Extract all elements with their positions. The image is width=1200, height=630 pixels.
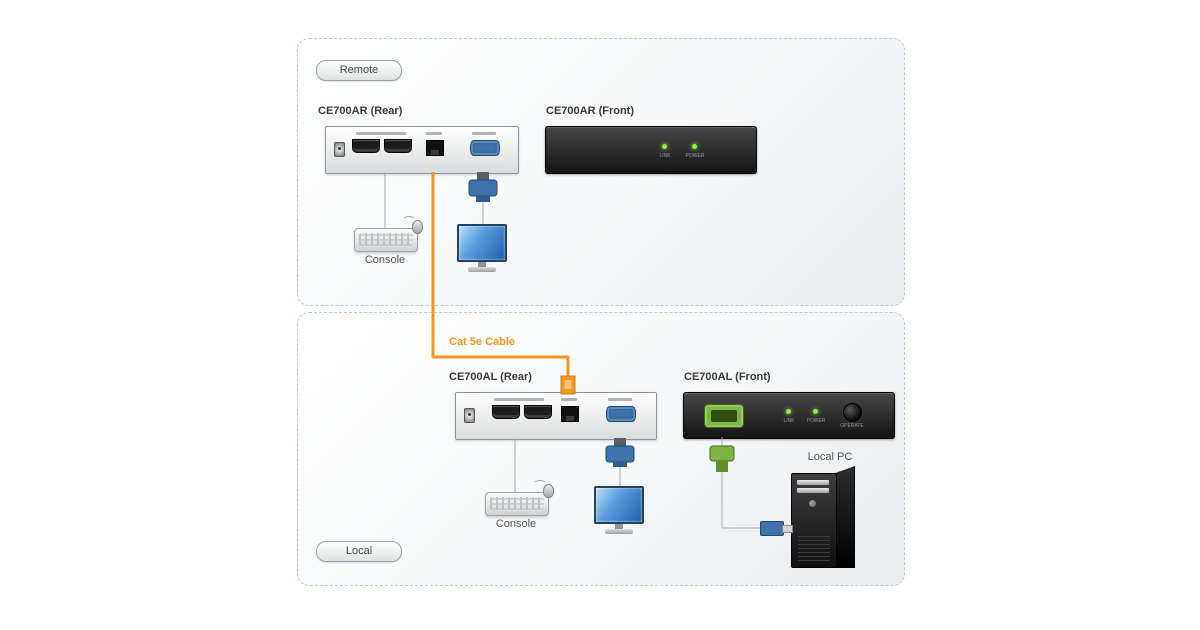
ce700al-front-label: CE700AL (Front) [684, 371, 771, 383]
monitor-icon [457, 224, 507, 272]
remote-tag: Remote [316, 60, 402, 81]
power-led-label: POWER [685, 153, 705, 159]
power-jack-icon [464, 408, 475, 423]
ce700ar-front-label: CE700AR (Front) [546, 105, 635, 117]
link-led-label: LINK [783, 418, 795, 424]
pc-power-button-icon [809, 500, 816, 507]
ce700al-rear-device [455, 392, 657, 440]
port-label-mark [561, 398, 577, 401]
cat5e-cable-label: Cat 5e Cable [449, 336, 516, 348]
rj45-port-icon [426, 140, 444, 156]
local-console-label: Console [495, 518, 537, 530]
monitor-screen [457, 224, 507, 262]
ce700ar-rear-device [325, 126, 519, 174]
link-led-label: LINK [659, 153, 671, 159]
console-port-icon [352, 139, 380, 153]
link-led-icon [786, 409, 791, 414]
power-jack-icon [334, 142, 345, 157]
port-label-mark [494, 398, 544, 401]
power-led-label: POWER [806, 418, 826, 424]
power-led-icon [813, 409, 818, 414]
usb-plug-icon [760, 521, 793, 536]
monitor-base [468, 267, 496, 272]
vga-port-green-icon [704, 404, 744, 428]
monitor-screen [594, 486, 644, 524]
operate-button-icon [843, 403, 862, 422]
rj45-port-icon [561, 406, 579, 422]
vga-port-icon [470, 140, 500, 156]
keyboard-icon [354, 228, 418, 252]
port-label-mark [356, 132, 406, 135]
ce700ar-front-device: LINK POWER [545, 126, 757, 174]
pc-vents [798, 535, 830, 561]
monitor-neck [615, 524, 623, 529]
ce700al-rear-label: CE700AL (Rear) [449, 371, 532, 383]
power-led-icon [692, 144, 697, 149]
console-port-icon [384, 139, 412, 153]
console-port-icon [524, 405, 552, 419]
pc-front-panel [791, 473, 837, 568]
operate-button-label: OPERATE [840, 423, 864, 429]
port-label-mark [472, 132, 496, 135]
mouse-icon [402, 216, 423, 234]
local-tag: Local [316, 541, 402, 562]
port-label-mark [608, 398, 632, 401]
pc-drive-bay [797, 488, 829, 493]
console-port-icon [492, 405, 520, 419]
pc-side-panel [835, 466, 855, 568]
link-led-icon [662, 144, 667, 149]
ce700al-front-device: LINK POWER OPERATE [683, 392, 895, 439]
pc-tower-icon [791, 466, 861, 568]
port-label-mark [426, 132, 442, 135]
vga-port-icon [606, 406, 636, 422]
keyboard-icon [485, 492, 549, 516]
monitor-icon [594, 486, 644, 534]
remote-console-label: Console [364, 254, 406, 266]
local-pc-label: Local PC [807, 451, 853, 463]
ce700ar-rear-label: CE700AR (Rear) [318, 105, 403, 117]
mouse-icon [533, 480, 554, 498]
monitor-base [605, 529, 633, 534]
pc-drive-bay [797, 480, 829, 485]
